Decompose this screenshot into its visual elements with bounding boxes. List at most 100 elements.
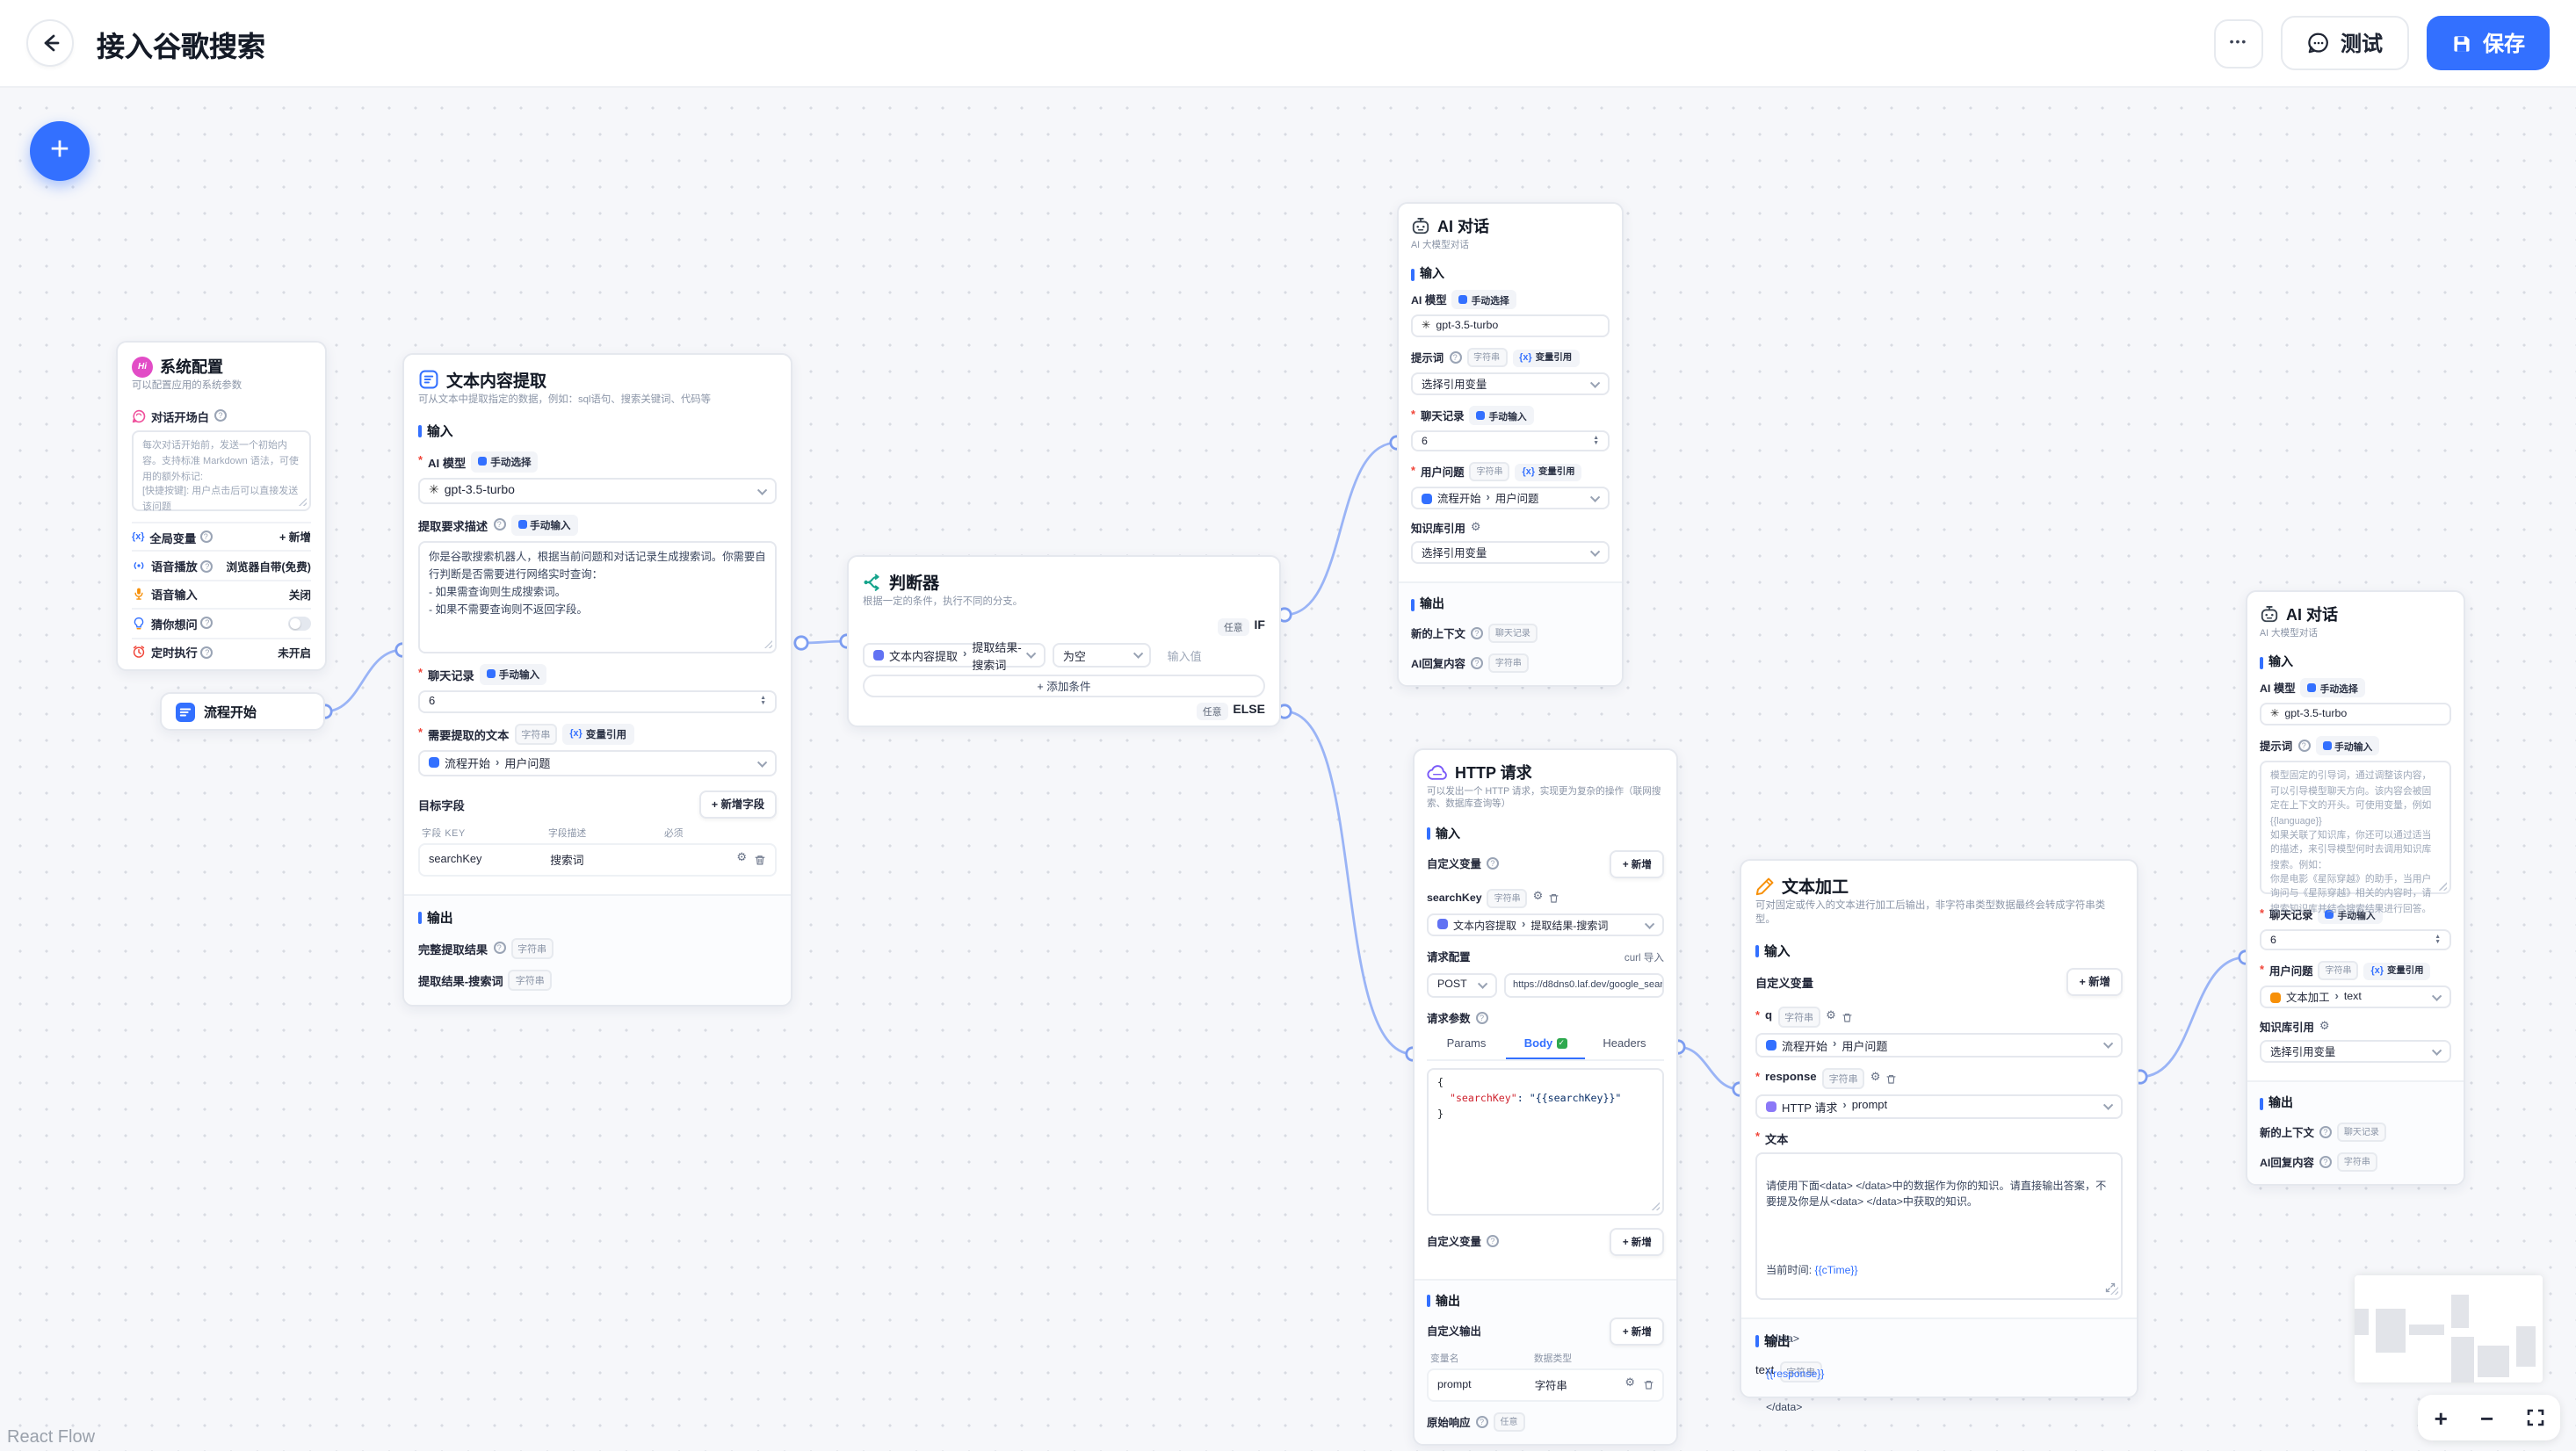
any-badge[interactable]: 任意 [1196,702,1228,720]
var-value-select[interactable]: 文本内容提取 › 提取结果-搜索词 [1427,913,1664,936]
tab-params[interactable]: Params [1446,1038,1487,1051]
help-icon[interactable]: ? [199,531,213,544]
zoom-in-button[interactable]: + [2434,1404,2448,1431]
add-output-button[interactable]: + 新增 [1610,1317,1664,1346]
add-field-button[interactable]: + 新增字段 [698,790,777,819]
back-button[interactable] [26,19,74,67]
any-badge[interactable]: 任意 [1217,617,1249,636]
history-stepper[interactable]: 6 ▲▼ [2260,929,2451,951]
config-row-guess[interactable]: 猜你想问 ? [132,608,311,637]
stepper-down-icon[interactable]: ▼ [760,699,766,707]
fit-view-button[interactable] [2526,1409,2543,1426]
tab-headers[interactable]: Headers [1603,1038,1646,1051]
var-q-select[interactable]: 流程开始 › 用户问题 [1755,1032,2123,1058]
help-icon[interactable]: ? [1470,627,1483,640]
trash-icon[interactable] [1642,1379,1653,1390]
help-icon[interactable]: ? [1449,351,1462,365]
help-icon[interactable]: ? [200,617,213,630]
help-icon[interactable]: ? [1475,1415,1488,1428]
question-select[interactable]: 流程开始 › 用户问题 [1411,487,1610,510]
method-select[interactable]: POST [1427,972,1497,998]
stepper-down-icon[interactable]: ▼ [1593,439,1599,447]
gear-icon[interactable]: ⚙ [1870,1071,1881,1084]
help-icon[interactable]: ? [2319,1156,2332,1169]
gear-icon[interactable]: ⚙ [1470,521,1481,534]
edge-http-textprocess[interactable] [1677,1045,1740,1091]
add-variable-button[interactable]: + 新增 [1610,1227,1664,1256]
history-stepper[interactable]: 6 ▲▼ [1411,430,1610,452]
node-http-request[interactable]: HTTP 请求 可以发出一个 HTTP 请求，实现更为复杂的操作（联网搜索、数据… [1413,748,1678,1446]
var-response-select[interactable]: HTTP 请求 › prompt [1755,1094,2123,1119]
node-text-process[interactable]: 文本加工 可对固定或传入的文本进行加工后输出，非字符串类型数据最终会转成字符串类… [1740,859,2138,1415]
history-stepper[interactable]: 6 ▲▼ [418,689,777,713]
text-textarea[interactable]: 请使用下面<data> </data>中的数据作为你的知识。请直接输出答案，不要… [1755,1151,2123,1415]
trash-icon[interactable] [1885,1072,1897,1084]
add-node-button[interactable]: + [30,121,90,181]
gear-icon[interactable]: ⚙ [2319,1020,2330,1033]
stepper-down-icon[interactable]: ▼ [2435,938,2441,946]
help-icon[interactable]: ? [493,942,506,955]
output-row[interactable]: prompt 字符串 ⚙ [1427,1368,1664,1402]
add-variable-button[interactable]: + 新增 [1610,849,1664,878]
gear-icon[interactable]: ⚙ [736,852,747,865]
gear-icon[interactable]: ⚙ [1532,891,1544,904]
more-button[interactable]: ••• [2213,18,2263,68]
add-condition-button[interactable]: + 添加条件 [863,674,1265,697]
save-button[interactable]: 保存 [2426,16,2550,70]
kb-select[interactable]: 选择引用变量 [1411,541,1610,565]
node-ai-chat-1[interactable]: AI 对话 AI 大模型对话 输入 AI 模型 手动选择 ✳ gpt-3.5-t… [1397,202,1624,688]
help-icon[interactable]: ? [200,646,213,659]
tab-body[interactable]: Body✓ [1506,1033,1585,1059]
node-judge[interactable]: 判断器 根据一定的条件，执行不同的分支。 任意 IF 文本内容提取 › 提取结果… [847,555,1281,727]
node-text-extract[interactable]: 文本内容提取 可从文本中提取指定的数据，例如：sql语句、搜索关键词、代码等 输… [402,353,792,1007]
body-code-editor[interactable]: { "searchKey": "{{searchKey}}" } [1427,1067,1664,1216]
trash-icon[interactable] [1842,1011,1853,1022]
prompt-placeholder[interactable]: 模型固定的引导词，通过调整该内容，可以引导模型聊天方向。该内容会被固定在上下文的… [2260,761,2451,915]
config-row-stt[interactable]: 语音输入 关闭 [132,579,311,609]
edge-textprocess-aichat2[interactable] [2139,956,2247,1079]
trash-icon[interactable] [754,854,766,866]
node-flow-start[interactable]: 流程开始 [160,692,325,731]
gear-icon[interactable]: ⚙ [1624,1377,1635,1390]
node-ai-chat-2[interactable]: AI 对话 AI 大模型对话 输入 AI 模型 手动选择 ✳ gpt-3.5-t… [2246,590,2465,1187]
model-select[interactable]: ✳ gpt-3.5-turbo [1411,314,1610,338]
config-row-global-vars[interactable]: {x} 全局变量 ? + 新增 [132,521,311,551]
handle-textextract-out[interactable] [793,635,809,651]
help-icon[interactable]: ? [200,559,213,573]
help-icon[interactable]: ? [1486,857,1499,870]
edge-judge-if-aichat[interactable] [1284,441,1398,617]
help-icon[interactable]: ? [213,409,227,422]
url-input[interactable]: https://d8dns0.laf.dev/google_search [1504,972,1664,998]
guess-toggle[interactable] [288,617,311,631]
curl-import-button[interactable]: curl 导入 [1624,953,1664,964]
help-icon[interactable]: ? [1475,1011,1488,1024]
add-variable-button[interactable]: + 新增 [2066,967,2123,996]
help-icon[interactable]: ? [1486,1235,1499,1248]
edge-judge-else-http[interactable] [1284,710,1414,1056]
add-variable-button[interactable]: + 新增 [279,532,311,545]
node-system-config[interactable]: Hi 系统配置 可以配置应用的系统参数 对话开场白 ? 每次对话开始前，发送一个… [116,341,327,671]
welcome-placeholder[interactable]: 每次对话开始前，发送一个初始内容。支持标准 Markdown 语法，可使用的额外… [132,430,311,513]
kb-select[interactable]: 选择引用变量 [2260,1040,2451,1064]
gear-icon[interactable]: ⚙ [1826,1009,1836,1022]
config-row-tts[interactable]: 语音播放 ? 浏览器自带(免费) [132,550,311,580]
condition-variable-select[interactable]: 文本内容提取 › 提取结果-搜索词 [863,642,1046,673]
flow-canvas[interactable]: + Hi 系统配置 可以配置应用的系统参数 对话开场白 ? 每次对话开始前，发送… [0,88,2576,1451]
help-icon[interactable]: ? [1470,657,1483,670]
expand-icon[interactable] [2105,1282,2116,1293]
help-icon[interactable]: ? [493,518,506,531]
question-select[interactable]: 文本加工 › text [2260,985,2451,1009]
trash-icon[interactable] [1548,892,1559,904]
stepper-up-icon[interactable]: ▲ [1593,434,1599,441]
help-icon[interactable]: ? [2319,1126,2332,1139]
test-button[interactable]: 测试 [2280,16,2409,70]
stepper-up-icon[interactable]: ▲ [2435,933,2441,940]
minimap[interactable] [2355,1275,2543,1382]
source-select[interactable]: 流程开始 › 用户问题 [418,749,777,776]
help-icon[interactable]: ? [2297,740,2311,753]
config-row-schedule[interactable]: 定时执行 ? 未开启 [132,637,311,666]
model-select[interactable]: ✳ gpt-3.5-turbo [2260,703,2451,726]
desc-textarea[interactable]: 你是谷歌搜索机器人，根据当前问题和对话记录生成搜索词。你需要自行判断是否需要进行… [418,540,777,653]
target-field-row[interactable]: searchKey 搜索词 ⚙ [418,842,777,877]
stepper-up-icon[interactable]: ▲ [760,694,766,702]
